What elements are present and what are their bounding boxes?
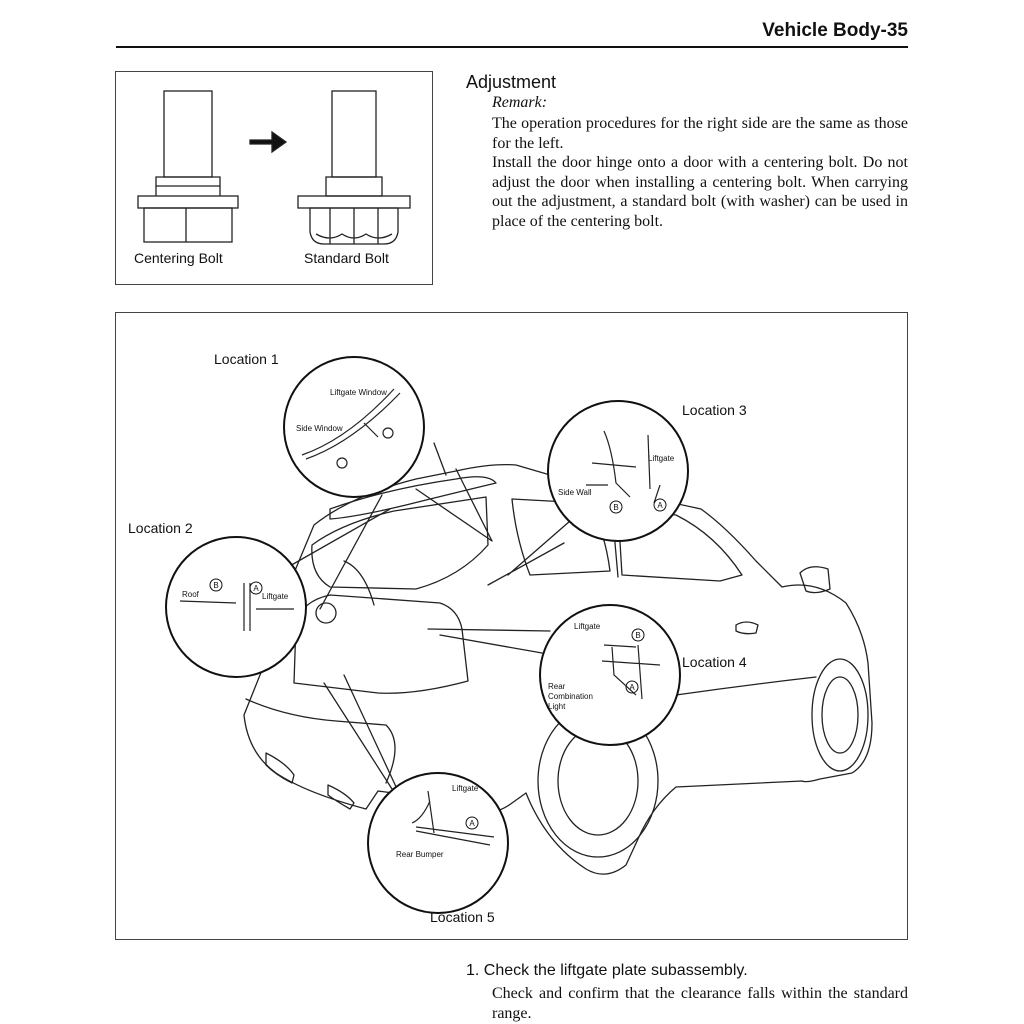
marker-a-loc2: A xyxy=(253,584,259,593)
detail-circle-location-1 xyxy=(283,356,425,498)
remark-paragraph-1: The operation procedures for the right s… xyxy=(492,115,908,152)
centering-bolt-label: Centering Bolt xyxy=(134,250,223,266)
label-rear-combination-light-2: Combination xyxy=(548,692,593,701)
standard-bolt-washer xyxy=(297,195,411,209)
door-handle xyxy=(735,621,759,635)
detail-circle-location-2 xyxy=(165,536,307,678)
bolt-comparison-figure: Centering Bolt Standard Bolt xyxy=(115,71,433,285)
location-1-marker-a xyxy=(382,427,394,439)
standard-bolt-neck xyxy=(325,176,383,197)
side-mirror xyxy=(799,566,831,594)
step-1-title: 1. Check the liftgate plate subassembly. xyxy=(466,962,748,979)
callout-pointer-5 xyxy=(323,674,399,792)
section-title: Adjustment xyxy=(466,72,557,92)
detail-circle-location-3 xyxy=(547,400,689,542)
centering-bolt-washer xyxy=(137,195,239,209)
step-1-body: Check and confirm that the clearance fal… xyxy=(492,985,908,1022)
label-side-window: Side Window xyxy=(296,424,343,433)
location-3-label: Location 3 xyxy=(682,402,747,418)
emblem xyxy=(315,602,337,624)
exhaust-right xyxy=(327,784,355,810)
vehicle-illustration: Liftgate Window Side Window Roof Liftgat… xyxy=(165,356,873,914)
label-liftgate-loc5: Liftgate xyxy=(452,784,479,793)
rear-bumper-line xyxy=(245,698,396,784)
standard-bolt-shank xyxy=(331,90,377,178)
label-rear-combination-light-3: Light xyxy=(548,702,566,711)
location-2-lines xyxy=(179,583,294,631)
callout-pointer-2 xyxy=(287,494,391,610)
centering-bolt-head xyxy=(143,207,233,243)
location-3-lines xyxy=(603,430,661,504)
marker-b-loc3: B xyxy=(613,503,618,512)
page-header-title: Vehicle Body-35 xyxy=(762,20,908,41)
remark-label: Remark: xyxy=(492,94,548,111)
location-1-panel-lines xyxy=(301,388,401,460)
label-liftgate-window: Liftgate Window xyxy=(330,388,387,397)
label-rear-combination-light-1: Rear xyxy=(548,682,566,691)
label-liftgate-loc4: Liftgate xyxy=(574,622,601,631)
vehicle-figure: Liftgate Window Side Window Roof Liftgat… xyxy=(115,312,908,940)
centering-bolt-shank xyxy=(163,90,213,178)
marker-a-loc3: A xyxy=(657,501,663,510)
exhaust-left xyxy=(265,752,295,784)
label-liftgate-loc2: Liftgate xyxy=(262,592,289,601)
callout-pointer-4 xyxy=(427,628,551,654)
detail-circle-location-4 xyxy=(539,604,681,746)
body-side-trim xyxy=(675,676,817,696)
label-side-wall: Side Wall xyxy=(558,488,592,497)
marker-a-loc5: A xyxy=(469,819,475,828)
location-1-marker-b xyxy=(336,457,348,469)
marker-b-loc4: B xyxy=(635,631,640,640)
marker-a-loc4: A xyxy=(629,683,635,692)
wiper xyxy=(343,560,375,606)
centering-bolt-collar xyxy=(155,176,221,187)
front-wheel xyxy=(811,658,869,772)
liftgate-panel xyxy=(293,594,469,694)
location-4-label: Location 4 xyxy=(682,654,747,670)
rear-window xyxy=(311,496,489,590)
location-5-label: Location 5 xyxy=(430,909,495,925)
detail-circle-location-5 xyxy=(367,772,509,914)
side-window-front xyxy=(617,508,743,582)
roof-spoiler xyxy=(329,476,497,520)
header-rule xyxy=(116,46,908,48)
location-4-lines xyxy=(601,644,661,700)
location-2-label: Location 2 xyxy=(128,520,193,536)
label-liftgate-loc3: Liftgate xyxy=(648,454,675,463)
location-5-lines xyxy=(411,790,495,846)
label-roof: Roof xyxy=(182,590,200,599)
callout-pointer-3 xyxy=(487,520,571,586)
marker-b-loc2: B xyxy=(213,581,218,590)
arrow-icon xyxy=(249,130,288,154)
remark-paragraph-2: Install the door hinge onto a door with … xyxy=(492,154,908,230)
standard-bolt-label: Standard Bolt xyxy=(304,250,389,266)
location-1-gap xyxy=(363,422,379,438)
antenna xyxy=(433,442,447,476)
front-wheel-rim xyxy=(821,676,859,754)
standard-bolt-head xyxy=(309,207,399,245)
bolt-illustration xyxy=(137,90,411,245)
label-rear-bumper: Rear Bumper xyxy=(396,850,444,859)
callout-pointer-1 xyxy=(415,468,493,542)
location-1-label: Location 1 xyxy=(214,351,279,367)
